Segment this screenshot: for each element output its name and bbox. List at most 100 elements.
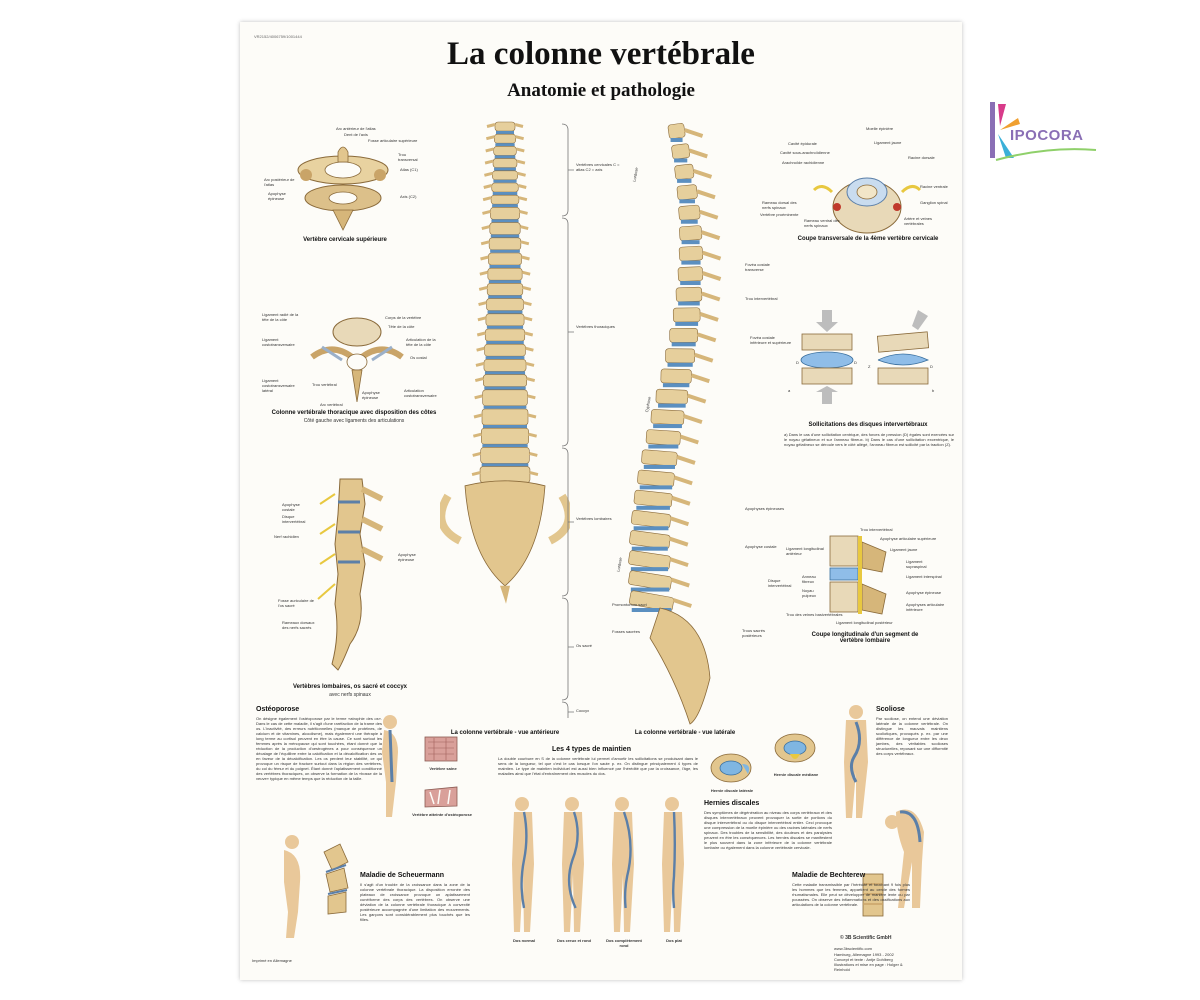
intervertebral-disc bbox=[481, 463, 529, 467]
label-lumbar: Vertèbres lombaires bbox=[576, 516, 612, 521]
ipocora-logo bbox=[990, 102, 1097, 161]
anterior-vertebra bbox=[480, 447, 530, 464]
bechterew-text: Cette maladie transmissible par l'hérédi… bbox=[792, 882, 910, 907]
thor-label-9: Articulation costotransversaire bbox=[404, 388, 437, 398]
intervertebral-disc bbox=[494, 167, 516, 171]
lateral-spinous-process bbox=[673, 475, 693, 486]
lateral-vertebra bbox=[645, 429, 681, 446]
cerv-label-1: Dent de l'axis bbox=[344, 132, 368, 137]
anterior-vertebra bbox=[482, 374, 528, 387]
lateral-disc bbox=[681, 240, 700, 245]
scoliose-figure bbox=[844, 705, 868, 818]
lateral-spinous-process bbox=[700, 230, 721, 241]
scheuermann-figure bbox=[284, 835, 349, 938]
lateral-spinous-process bbox=[701, 250, 722, 261]
thor-label-5: Articulation de la tête de la côte bbox=[406, 337, 436, 347]
posture-body bbox=[612, 812, 634, 932]
intervertebral-disc bbox=[487, 310, 523, 314]
anterior-vertebrae-group bbox=[440, 121, 570, 604]
lateral-disc bbox=[630, 587, 670, 592]
intervertebral-disc bbox=[496, 131, 514, 134]
lateral-spinous-process bbox=[688, 148, 708, 159]
intervertebral-disc bbox=[492, 204, 518, 208]
trans-label-5: Racine dorsale bbox=[908, 155, 935, 160]
osteoporose-text: On désigne également l'ostéoporose par l… bbox=[256, 716, 382, 781]
longitudinal-section-illustration bbox=[829, 535, 887, 615]
bechterew-spine-image bbox=[862, 873, 884, 917]
thor-label-4: Tête de la côte bbox=[388, 324, 415, 329]
footer-publisher: © 3B Scientific GmbH bbox=[840, 935, 892, 941]
lumbar-sacrum-illustration bbox=[317, 478, 384, 671]
affected-vertebra-image bbox=[424, 786, 458, 808]
lateral-disc bbox=[677, 178, 692, 183]
maintien-text: La double courbure en S de la colonne ve… bbox=[498, 756, 698, 776]
disc-letter-z: Z bbox=[868, 364, 871, 369]
lateral-disc bbox=[675, 321, 699, 326]
label-thoracic: Vertèbres thoraciques bbox=[576, 324, 615, 329]
lateral-spinous-process bbox=[671, 495, 691, 506]
lateral-vertebra bbox=[676, 184, 698, 201]
transverse-process bbox=[472, 451, 538, 457]
intervertebral-disc bbox=[494, 155, 516, 159]
lateral-disc bbox=[636, 505, 670, 510]
anterior-vertebra bbox=[484, 328, 526, 342]
transverse-process bbox=[482, 196, 528, 202]
hernias-text: Des symptômes de dégénération au niveau … bbox=[704, 810, 832, 850]
transverse-process bbox=[476, 346, 534, 352]
lateral-spinous-process bbox=[683, 414, 703, 424]
thoracic-rib-illustration bbox=[310, 317, 404, 403]
trans-label-7: Ganglion spinal bbox=[920, 200, 948, 205]
intervertebral-disc bbox=[490, 234, 520, 238]
transverse-process bbox=[479, 270, 531, 276]
long-label-10: Disque intervertébral bbox=[768, 578, 792, 588]
lateral-vertebrae-group bbox=[628, 123, 722, 725]
transverse-process bbox=[476, 331, 534, 337]
osteoporose-figure bbox=[382, 715, 398, 817]
lateral-vertebra bbox=[674, 163, 695, 180]
lateral-vertebra bbox=[633, 489, 673, 508]
anterior-vertebra bbox=[486, 298, 524, 311]
long-label-7: Ligament longitudinal antérieur bbox=[786, 546, 824, 556]
intervertebral-disc bbox=[486, 325, 524, 329]
trans-label-6: Racine ventrale bbox=[920, 184, 948, 189]
intervertebral-disc bbox=[484, 386, 526, 390]
posture-body bbox=[562, 812, 584, 932]
posture-label-2: Dos complètement rond bbox=[606, 938, 642, 948]
long-label-5: Apophyse épineuse bbox=[906, 590, 942, 595]
thoracic-caption: Colonne vertébrale thoracique avec dispo… bbox=[271, 410, 437, 416]
bechterew-figure bbox=[885, 809, 924, 908]
lat-label-7: Fosses sacrées bbox=[612, 629, 641, 634]
cerv-label-3: Trou transversal bbox=[398, 152, 418, 162]
osteoporose-heading: Ostéoporose bbox=[256, 706, 300, 713]
intervertebral-disc bbox=[483, 405, 527, 409]
transverse-process bbox=[474, 394, 536, 400]
hernia-lateral-label: Hernie discale latérale bbox=[710, 788, 754, 793]
thor-label-0: Ligament radié de la tête de la côte bbox=[262, 312, 299, 322]
transverse-process bbox=[477, 316, 533, 322]
hernia-median-image bbox=[774, 733, 816, 763]
disc-letter-b: b bbox=[932, 388, 935, 393]
healthy-vertebra-label: Vertèbre saine bbox=[429, 766, 457, 771]
lumb-label-0: Apophyse costale bbox=[282, 502, 300, 512]
anterior-vertebra bbox=[483, 359, 527, 372]
hernias-heading: Hernies discales bbox=[704, 800, 760, 807]
bechterew-heading: Maladie de Bechterew bbox=[792, 872, 866, 879]
longitudinal-caption: Coupe longitudinale d'un segment de vert… bbox=[811, 632, 919, 644]
label-sacrum: Os sacré bbox=[576, 643, 593, 648]
lat-label-5: Apophyse costale bbox=[745, 544, 777, 549]
lateral-disc bbox=[674, 158, 688, 163]
anterior-vertebra bbox=[489, 222, 521, 235]
lat-label-1: Fovéa costale transverse bbox=[745, 262, 770, 272]
disc-loading-illustration bbox=[800, 310, 930, 404]
posture-spine bbox=[672, 811, 676, 909]
lateral-spinous-process bbox=[696, 189, 716, 200]
posture-figures-group bbox=[512, 797, 684, 932]
lateral-disc bbox=[670, 138, 683, 142]
thor-label-6: Os costal bbox=[410, 355, 427, 360]
lateral-vertebra bbox=[672, 307, 701, 323]
transverse-process bbox=[485, 147, 525, 153]
lateral-disc bbox=[667, 362, 693, 367]
anterior-spine-illustration bbox=[440, 121, 570, 604]
transverse-process bbox=[480, 255, 530, 261]
anterior-vertebra bbox=[493, 146, 517, 156]
